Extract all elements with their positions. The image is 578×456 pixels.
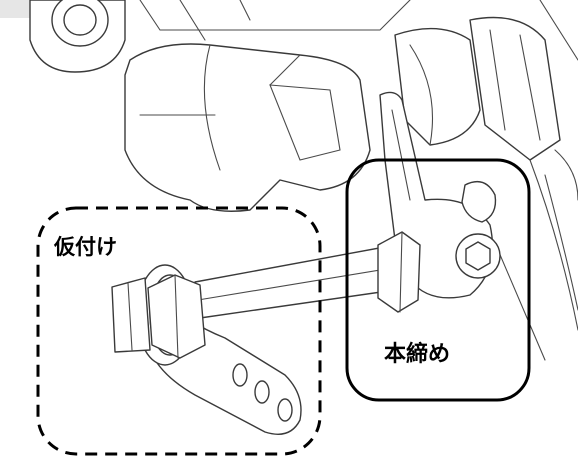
temporary-fastening-label: 仮付け	[53, 235, 117, 259]
temporary-label-bg	[50, 230, 116, 260]
temporary-fastening-assembly	[111, 264, 302, 435]
frame-drawing	[29, 0, 578, 361]
temporary-fastening-callout	[36, 206, 322, 456]
final-tightening-assembly	[377, 91, 501, 313]
final-label-bg	[378, 336, 468, 368]
shaft	[194, 245, 396, 319]
final-tightening-label: 本締め	[384, 341, 450, 367]
final-tightening-callout	[345, 158, 531, 402]
